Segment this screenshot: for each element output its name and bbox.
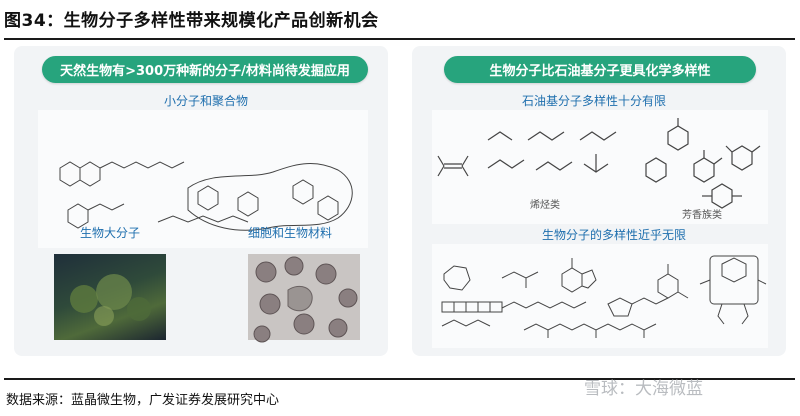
ring-3 [67, 203, 89, 229]
right-banner: 生物分子比石油基分子更具化学多样性 [444, 56, 756, 83]
source-note: 数据来源：蓝晶微生物，广发证券发展研究中心 [6, 393, 280, 408]
side-chain-1 [99, 161, 185, 169]
bio-molecule-drawings [441, 255, 767, 338]
olefins-label: 烯烃类 [530, 200, 560, 211]
macromolecule-label: 生物大分子 [80, 226, 141, 240]
left-panel: 天然生物有>300万种新的分子/材料尚待发掘应用 小分子和聚合物 生物大分子 [14, 46, 388, 356]
cells-label: 细胞和生物材料 [248, 226, 333, 240]
bottom-rule [4, 378, 795, 380]
ring-7 [197, 185, 219, 211]
aromatics-label: 芳香族类 [682, 210, 722, 221]
ring-6 [317, 195, 339, 221]
cells-microscopy [253, 256, 358, 343]
macrocycle [187, 163, 353, 231]
protein-render [70, 274, 151, 326]
ring-5 [292, 179, 314, 205]
chain-3 [157, 215, 249, 223]
top-rule [4, 38, 795, 40]
small-molecules-label: 小分子和聚合物 [164, 94, 249, 108]
figure-title: 图34：生物分子多样性带来规模化产品创新机会 [4, 11, 379, 31]
ring-4 [237, 191, 259, 217]
macromolecule-image [54, 254, 166, 340]
bio-label: 生物分子的多样性近乎无限 [542, 228, 687, 242]
right-panel: 生物分子比石油基分子更具化学多样性 石油基分子多样性十分有限 [412, 46, 786, 356]
petro-structures: 烯烃类 芳香族类 [432, 110, 768, 224]
bio-structures [432, 244, 768, 348]
ring-1 [59, 161, 81, 187]
watermark: 雪球：大海微蓝 [584, 379, 703, 399]
side-chain-2 [87, 203, 125, 211]
structure-drawings [59, 161, 353, 231]
olefin-aromatic-drawings [437, 118, 761, 209]
cells-image [248, 254, 360, 343]
ring-2 [79, 161, 101, 187]
petro-label: 石油基分子多样性十分有限 [522, 94, 667, 108]
small-molecule-structures [38, 110, 368, 248]
left-banner: 天然生物有>300万种新的分子/材料尚待发掘应用 [42, 56, 368, 83]
